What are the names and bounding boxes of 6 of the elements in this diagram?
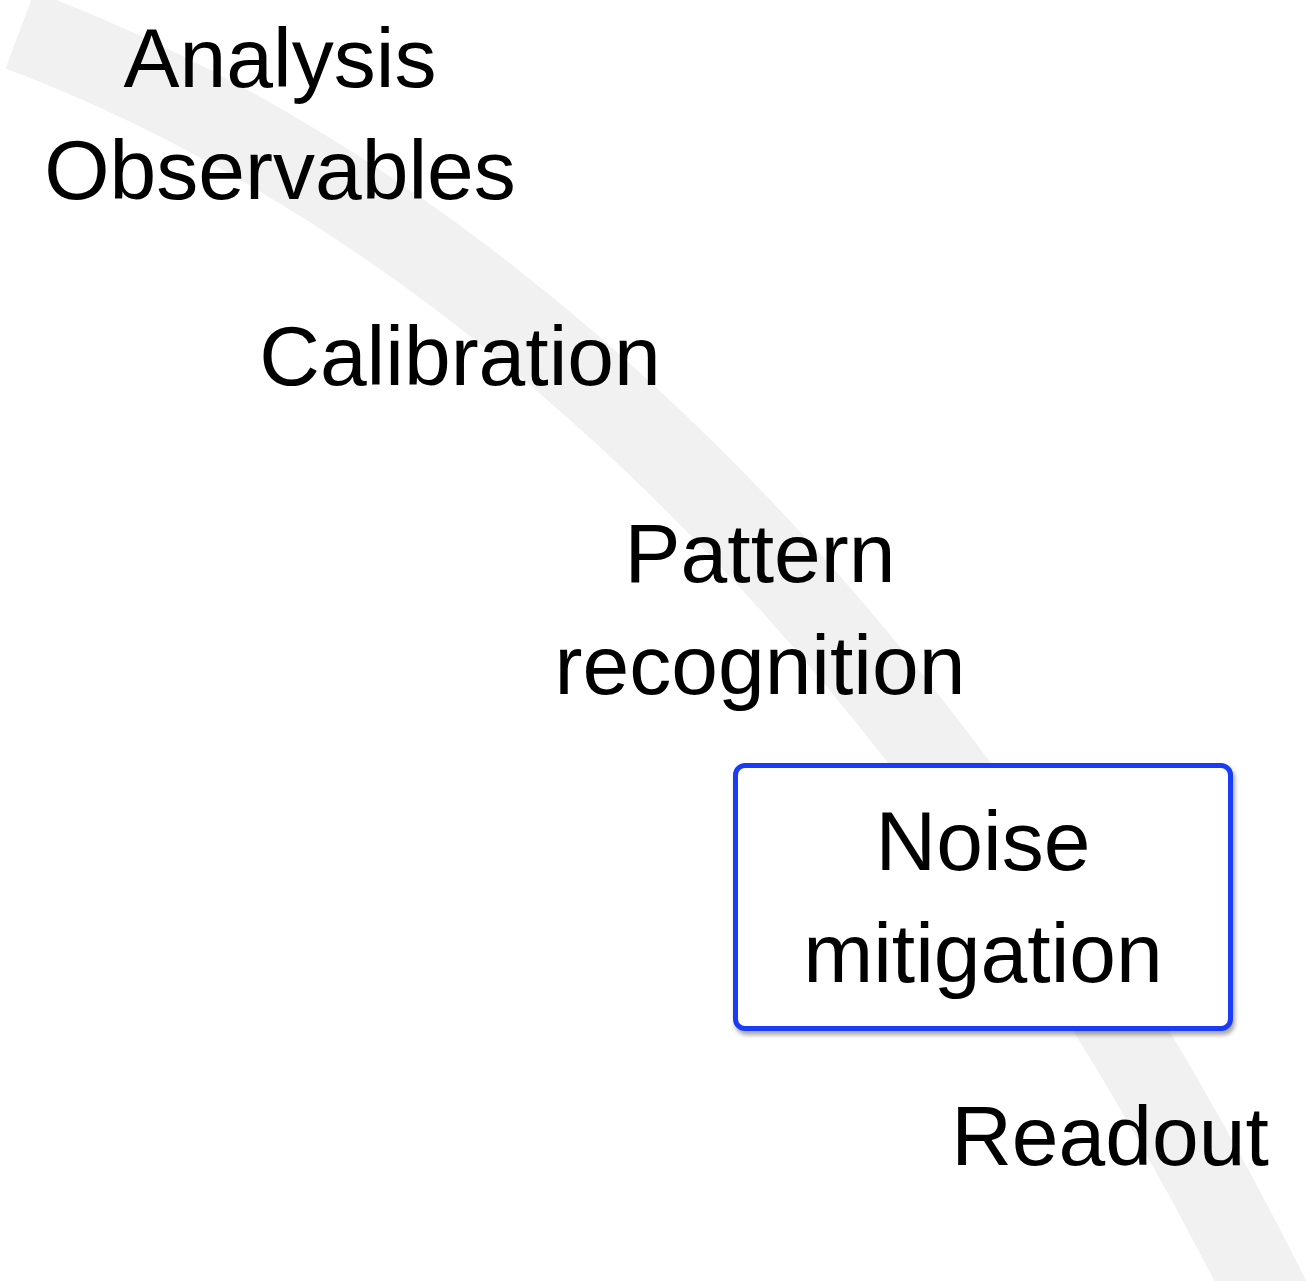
stage-label: Readout [950, 1088, 1270, 1185]
highlight-box [733, 763, 1233, 1031]
stage-label: Analysis Observables [43, 10, 517, 219]
stage-label: Noise mitigation [802, 793, 1164, 1002]
stage-label: Calibration [258, 308, 662, 405]
stage-label: Pattern recognition [553, 505, 967, 714]
